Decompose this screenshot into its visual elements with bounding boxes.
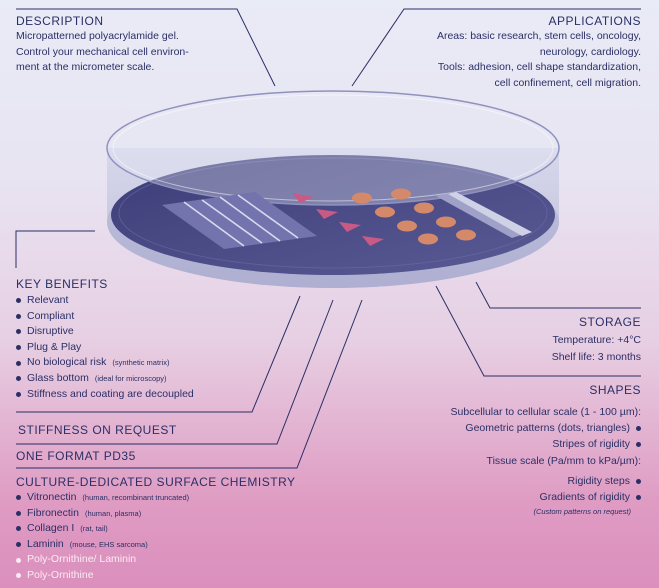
storage-shelf-life: Shelf life: 3 months [551, 350, 641, 363]
applications-line: cell confinement, cell migration. [494, 76, 641, 89]
chemistry-item: Poly-Ornithine/ Laminin [16, 552, 296, 568]
key-benefits-section: KEY BENEFITS Relevant Compliant Disrupti… [16, 277, 194, 402]
shape-item: Geometric patterns (dots, triangles) [451, 421, 641, 437]
bullet-icon [16, 557, 21, 563]
shapes-custom-note: (Custom patterns on request) [533, 507, 631, 517]
shapes-subcellular: Subcellular to cellular scale (1 - 100 µ… [450, 406, 641, 418]
shape-item: Stripes of rigidity [451, 437, 641, 453]
shapes-tissue: Tissue scale (Pa/mm to kPa/µm): [486, 455, 641, 468]
applications-line: Areas: basic research, stem cells, oncol… [436, 30, 641, 42]
connector-lines [15, 8, 641, 469]
shape-item: Gradients of rigidity [451, 490, 641, 506]
storage-connector [475, 281, 641, 309]
description-section: DESCRIPTION Micropatterned polyacrylamid… [16, 14, 189, 76]
chemistry-connector [16, 299, 363, 469]
applications-heading: APPLICATIONS [548, 14, 641, 28]
key-benefits-heading: KEY BENEFITS [16, 277, 108, 291]
chemistry-item: Vitronectin(human, recombinant truncated… [16, 490, 296, 506]
benefit-item: No biological risk(synthetic matrix) [16, 355, 194, 371]
bullet-icon [16, 391, 21, 397]
shape-item: Rigidity steps [451, 474, 641, 490]
dots-pattern [352, 188, 476, 245]
triangles-pattern [292, 193, 384, 246]
bullet-icon [16, 542, 21, 548]
storage-section: STORAGE Temperature: +4°C Shelf life: 3 … [552, 315, 641, 365]
description-line: ment at the micrometer scale. [16, 61, 155, 74]
storage-temperature: Temperature: +4°C [552, 334, 641, 346]
gradient-pattern [436, 192, 532, 238]
benefit-item: Plug & Play [16, 340, 194, 356]
bullet-icon [16, 573, 21, 579]
applications-line: Tools: adhesion, cell shape standardizat… [437, 61, 641, 74]
petri-dish [106, 90, 560, 288]
benefit-item: Glass bottom(ideal for microscopy) [16, 371, 194, 387]
bullet-icon [636, 441, 641, 447]
shapes-connector [435, 285, 641, 377]
chemistry-heading: CULTURE-DEDICATED SURFACE CHEMISTRY [16, 475, 296, 489]
storage-heading: STORAGE [579, 315, 641, 329]
description-connector [16, 8, 276, 87]
shapes-heading: SHAPES [589, 383, 641, 397]
bullet-icon [16, 526, 21, 532]
benefit-item: Stiffness and coating are decoupled [16, 387, 194, 403]
bullet-icon [16, 510, 21, 516]
bullet-icon [16, 329, 21, 335]
chemistry-item: Collagen I(rat, tail) [16, 521, 296, 537]
chemistry-item: Poly-Ornithine [16, 568, 296, 584]
key-benefits-connector [15, 230, 95, 268]
bullet-icon [16, 345, 21, 351]
shapes-section: SHAPES Subcellular to cellular scale (1 … [451, 383, 641, 519]
stiffness-heading: STIFFNESS ON REQUEST [18, 423, 177, 437]
applications-line: neurology, cardiology. [539, 45, 641, 58]
benefit-item: Disruptive [16, 324, 194, 340]
bullet-icon [636, 479, 641, 485]
bullet-icon [16, 360, 21, 366]
description-line: Control your mechanical cell environ- [16, 45, 189, 58]
bullet-icon [16, 376, 21, 382]
stripes-pattern [162, 192, 317, 249]
applications-section: APPLICATIONS Areas: basic research, stem… [437, 14, 641, 91]
benefit-item: Compliant [16, 309, 194, 325]
bullet-icon [636, 495, 641, 501]
bullet-icon [636, 426, 641, 432]
bullet-icon [16, 495, 21, 501]
applications-connector [351, 8, 641, 87]
chemistry-section: CULTURE-DEDICATED SURFACE CHEMISTRY Vitr… [16, 475, 296, 584]
description-heading: DESCRIPTION [16, 14, 104, 28]
chemistry-item: Fibronectin(human, plasma) [16, 506, 296, 522]
stiffness-connector [16, 295, 301, 413]
format-connector [16, 299, 334, 445]
bullet-icon [16, 298, 21, 304]
benefit-item: Relevant [16, 293, 194, 309]
description-line: Micropatterned polyacrylamide gel. [16, 30, 179, 42]
bullet-icon [16, 313, 21, 319]
chemistry-item: Laminin(mouse, EHS sarcoma) [16, 537, 296, 553]
format-heading: ONE FORMAT PD35 [16, 449, 136, 463]
